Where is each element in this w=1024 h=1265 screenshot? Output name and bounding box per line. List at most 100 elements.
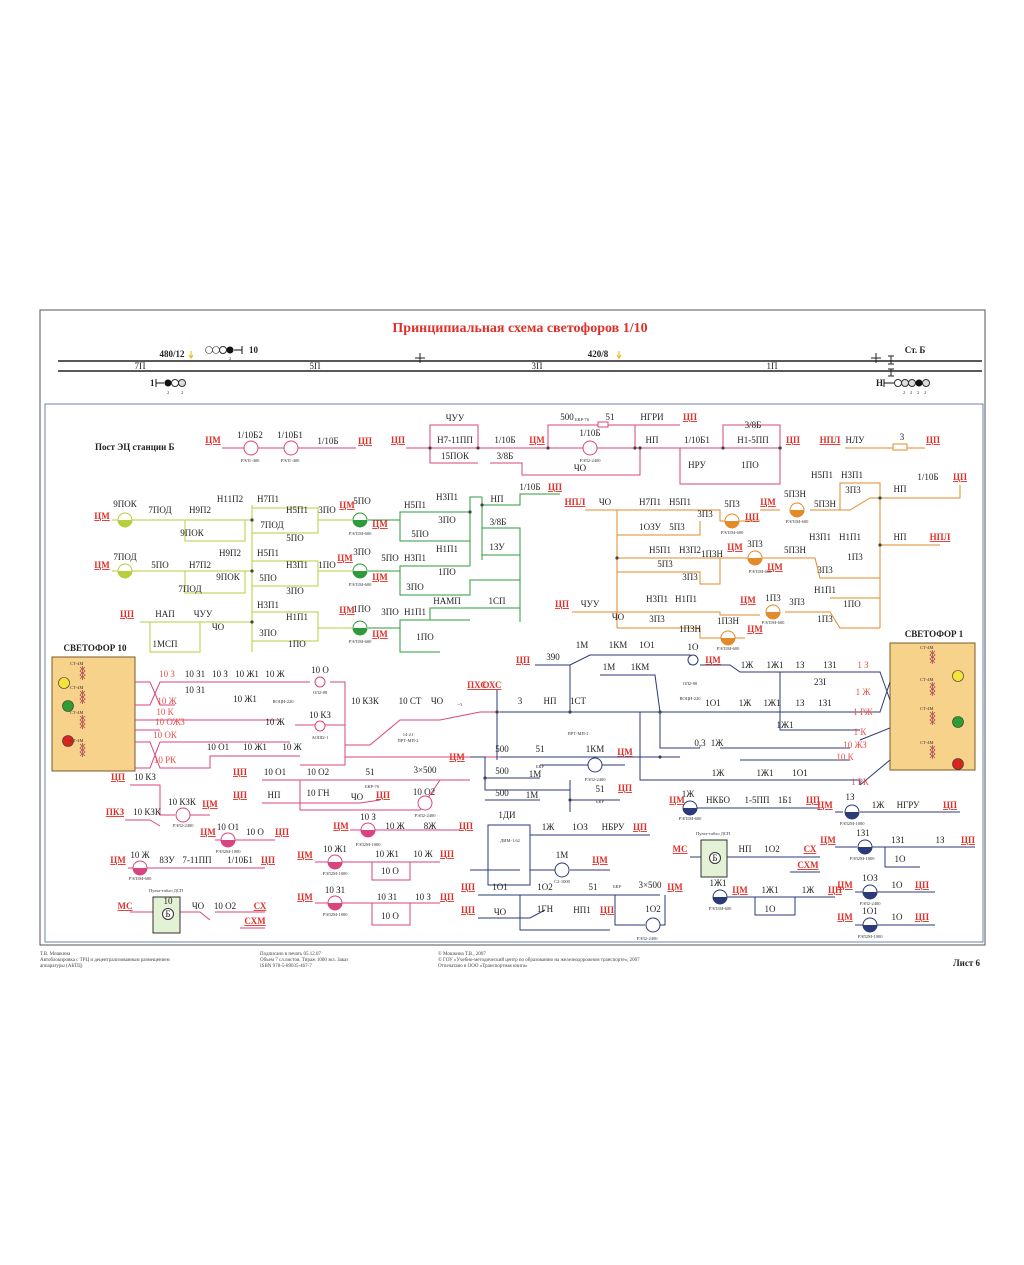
sheet-number: Лист 6 — [953, 958, 981, 968]
contact-label: 3ПО — [318, 505, 336, 515]
junction-dot — [250, 518, 254, 522]
contact-label: НП — [646, 435, 659, 445]
contact-label: Н1П1 — [286, 612, 308, 622]
power-terminal-label: ЦМ — [767, 562, 783, 572]
wire — [184, 571, 246, 594]
contact-label: 8Ж — [424, 821, 438, 831]
contact-label: Н5П1 — [404, 500, 426, 510]
relay-coil-icon — [747, 550, 763, 566]
diode-icon — [314, 720, 326, 732]
contact-label: 1/10Б1 — [227, 855, 253, 865]
contact-label: 1Ж1 — [709, 878, 726, 888]
relay-coil-icon — [720, 630, 736, 646]
wire — [125, 819, 161, 827]
transformer-label: СТ-4М — [920, 645, 934, 650]
transformer-icon: СТ-4М — [70, 685, 86, 704]
contact-label: 1ПО — [288, 639, 306, 649]
contact-label: 3ПО — [353, 547, 371, 557]
device-type-label: РЭЛ1М-600 — [679, 816, 702, 821]
device-type-label: РЭЛ1М-600 — [786, 519, 809, 524]
contact-label: 3×500 — [638, 880, 662, 890]
power-terminal-label: НПЛ — [565, 497, 586, 507]
contact-label: 1З1 — [823, 660, 837, 670]
footer-author: Т.В. Мошкина — [40, 952, 71, 957]
contact-label: 10 Ж1 — [375, 849, 399, 859]
wire — [859, 759, 891, 786]
wire — [368, 565, 470, 572]
power-terminal-label: ЦП — [261, 855, 275, 865]
device-type-label: РЭЛ1М-600 — [129, 876, 152, 881]
power-terminal-label: ЦП — [440, 892, 454, 902]
wire — [252, 560, 352, 572]
device-type-label: БКР — [536, 764, 545, 769]
signal-lamp-icon — [952, 758, 964, 770]
device-type-label: РЭЛ2М-1000 — [216, 849, 242, 854]
contact-label: 1/10Б2 — [237, 430, 263, 440]
contact-label: 3/8Б — [745, 420, 762, 430]
contact-label: 1Ж — [712, 768, 726, 778]
contact-label: 1Б1 — [778, 795, 792, 805]
relay-coil-icon — [712, 889, 728, 905]
contact-label: 10 Ж — [265, 669, 285, 679]
device-type-label: РЭЛ2М-1000 — [323, 912, 349, 917]
contact-label: ЧО — [351, 792, 364, 802]
junction-dot — [568, 798, 572, 802]
contact-label: 51 — [589, 882, 598, 892]
power-terminal-label: ЦП — [953, 472, 967, 482]
wire — [790, 557, 880, 579]
contact-label: 1ПО — [843, 599, 861, 609]
relay-coil-icon — [117, 563, 133, 579]
signal-n-icon — [883, 379, 930, 387]
power-terminal-label: ЦП — [633, 822, 647, 832]
contact-label: 10 К — [836, 752, 854, 762]
power-terminal-label: ЦМ — [705, 655, 721, 665]
contact-label: 1Ж — [682, 789, 696, 799]
device-type-label: АОШ2-1 — [312, 735, 329, 740]
wire — [371, 862, 411, 881]
contact-label: Н3П1 — [809, 532, 831, 542]
footer-author: Автоблокировка с ТРЦ и децентрализованны… — [40, 958, 171, 963]
device-type-label: ОЛ2-88 — [313, 690, 328, 695]
device-type-label: Пульт-табло ДСП — [696, 831, 731, 836]
contact-label: НП — [544, 696, 557, 706]
wire — [600, 674, 661, 713]
contact-label: 10 Ж1 — [243, 742, 267, 752]
transformer-icon: СТ-4М — [70, 661, 86, 680]
footer-print: Объем 7 сл.листов. Тираж 1000 экз. Заказ — [260, 958, 348, 963]
contact-label: НП — [491, 494, 504, 504]
contact-label: 10 РК — [154, 755, 177, 765]
contact-label: 1З — [845, 792, 855, 802]
contact-label: 1МСП — [152, 639, 178, 649]
contact-label: 3/8Б — [490, 517, 507, 527]
contact-label: 3П3 — [649, 614, 665, 624]
wire — [299, 779, 441, 811]
contact-label: Н3П2 — [679, 545, 701, 555]
device-type-label: ПРТ-МП-2 — [567, 731, 588, 736]
contact-label: ЧУУ — [194, 609, 213, 619]
power-terminal-label: ЦМ — [333, 821, 349, 831]
contact-label: 1З — [935, 835, 945, 845]
power-terminal-label: ЦП — [233, 767, 247, 777]
contact-label: 1Ж — [741, 660, 755, 670]
contact-label: ЧО — [574, 463, 587, 473]
power-terminal-label: ЦП — [459, 821, 473, 831]
transformer-icon: СТ-4М — [70, 738, 86, 757]
wire — [617, 558, 721, 585]
transformer-icon: СТ-4М — [70, 710, 86, 729]
contact-label: 1ПО — [416, 632, 434, 642]
wire — [490, 448, 641, 476]
transformer-label: СТ-4М — [70, 685, 84, 690]
wire — [859, 727, 891, 741]
contact-label: 1Ж1 — [763, 698, 780, 708]
wire — [860, 681, 891, 713]
contact-label: Н3П1 — [841, 470, 863, 480]
power-terminal-label: ЦП — [548, 482, 562, 492]
contact-label: 1/10Б — [579, 428, 600, 438]
signal-1-icon — [155, 379, 186, 387]
relay-coil-icon — [645, 917, 661, 933]
contact-label: 10 ОК — [153, 730, 178, 740]
contact-label: 10 Ж1 — [233, 694, 257, 704]
contact-label: 1ОЗУ — [639, 522, 661, 532]
relay-coil-icon — [220, 832, 236, 848]
footer: Т.В. Мошкина Автоблокировка с ТРЦ и деце… — [40, 951, 980, 969]
